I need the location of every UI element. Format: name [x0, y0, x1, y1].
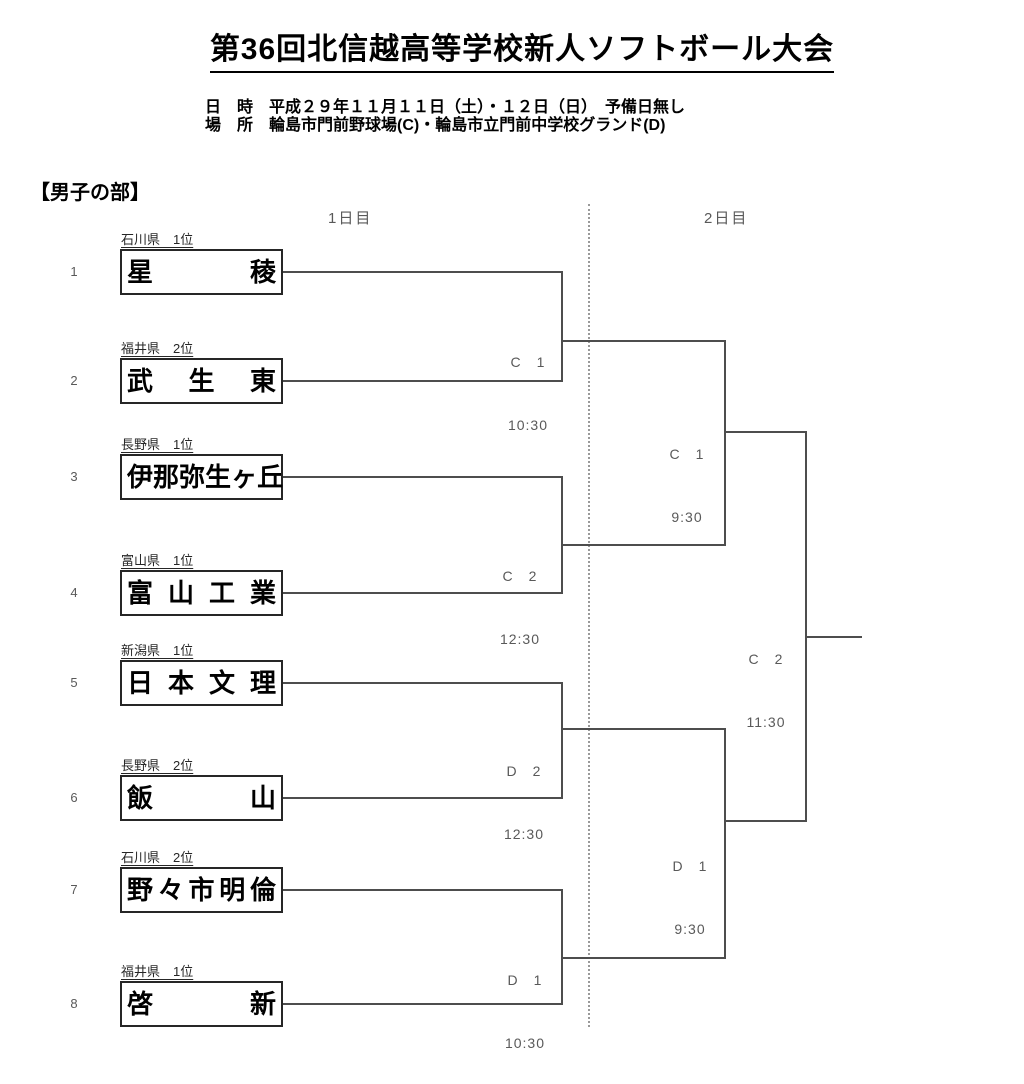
match-court: C 1: [669, 446, 705, 462]
team-name: 飯山: [127, 783, 276, 813]
team-number: 4: [70, 585, 78, 600]
bracket-line: [724, 340, 726, 546]
team-seed: 富山県 1位: [121, 553, 194, 568]
bracket-line: [283, 380, 563, 382]
match-label-r1-m2: C 2 12:30: [488, 524, 552, 692]
team-number: 6: [70, 790, 78, 805]
page-title: 第36回北信越高等学校新人ソフトボール大会: [209, 24, 835, 73]
bracket-line: [724, 728, 726, 959]
bracket-line: [561, 728, 726, 730]
match-label-r1-m1: C 1 10:30: [496, 310, 560, 478]
bracket-line: [561, 476, 563, 594]
match-label-semi-1: C 1 9:30: [655, 402, 719, 570]
team-box-3: 伊那弥生ヶ丘: [120, 454, 283, 500]
match-time: 12:30: [503, 826, 545, 842]
page-title-wrap: 第36回北信越高等学校新人ソフトボール大会: [160, 24, 884, 73]
section-title: 【男子の部】: [30, 182, 150, 204]
match-time: 11:30: [746, 714, 786, 730]
team-name: 日本文理: [127, 668, 276, 698]
team-name: 啓新: [127, 989, 276, 1019]
bracket-line: [283, 476, 563, 478]
team-number: 5: [70, 675, 78, 690]
date-value: 平成２９年１１月１１日（土）・１２日（日） 予備日無し: [269, 99, 686, 116]
event-date-row: 日 時 平成２９年１１月１１日（土）・１２日（日） 予備日無し: [205, 99, 685, 117]
bracket-line: [724, 820, 807, 822]
bracket-line: [561, 957, 726, 959]
bracket-line: [561, 271, 563, 382]
team-name: 野々市明倫: [127, 875, 276, 905]
match-time: 9:30: [674, 921, 706, 937]
team-seed: 長野県 1位: [121, 437, 194, 452]
day-divider-line: [588, 204, 590, 1027]
bracket-line: [561, 544, 726, 546]
match-court: D 1: [507, 972, 543, 988]
event-venue-row: 場 所 輪島市門前野球場(C)・輪島市立門前中学校グランド(D): [205, 117, 685, 135]
venue-value: 輪島市門前野球場(C)・輪島市立門前中学校グランド(D): [269, 117, 666, 134]
team-box-4: 富山工業: [120, 570, 283, 616]
date-label: 日 時: [205, 99, 254, 116]
match-label-r1-m4: D 1 10:30: [493, 928, 557, 1084]
team-name: 富山工業: [127, 578, 276, 608]
team-box-6: 飯山: [120, 775, 283, 821]
team-box-5: 日本文理: [120, 660, 283, 706]
match-label-final: C 2 11:30: [734, 607, 798, 775]
bracket-line: [561, 340, 726, 342]
match-time: 10:30: [504, 1035, 546, 1051]
team-box-1: 星稜: [120, 249, 283, 295]
bracket-line: [561, 682, 563, 799]
team-seed: 石川県 2位: [121, 850, 194, 865]
team-name: 武生東: [127, 366, 276, 396]
day1-header: 1日目: [328, 210, 373, 227]
match-label-semi-2: D 1 9:30: [658, 814, 722, 982]
match-time: 12:30: [499, 631, 541, 647]
bracket-line: [283, 682, 563, 684]
bracket-line: [724, 431, 807, 433]
team-seed: 福井県 2位: [121, 341, 194, 356]
bracket-line: [283, 1003, 563, 1005]
bracket-line: [283, 271, 563, 273]
day2-header: 2日目: [704, 210, 749, 227]
team-seed: 石川県 1位: [121, 232, 194, 247]
team-name: 伊那弥生ヶ丘: [127, 462, 284, 492]
event-info: 日 時 平成２９年１１月１１日（土）・１２日（日） 予備日無し 場 所 輪島市門…: [205, 99, 685, 135]
match-court: C 2: [502, 568, 538, 584]
match-court: D 2: [506, 763, 542, 779]
bracket-line: [283, 797, 563, 799]
match-time: 9:30: [671, 509, 703, 525]
bracket-line: [805, 431, 807, 822]
team-number: 2: [70, 373, 78, 388]
team-box-2: 武生東: [120, 358, 283, 404]
venue-label: 場 所: [205, 117, 254, 134]
team-number: 1: [70, 264, 78, 279]
team-number: 8: [70, 996, 78, 1011]
team-box-7: 野々市明倫: [120, 867, 283, 913]
match-court: C 2: [748, 651, 784, 667]
champion-line: [805, 636, 862, 638]
team-name: 星稜: [127, 257, 276, 287]
bracket-line: [283, 889, 563, 891]
team-number: 3: [70, 469, 78, 484]
team-seed: 福井県 1位: [121, 964, 194, 979]
team-seed: 新潟県 1位: [121, 643, 194, 658]
match-court: D 1: [672, 858, 708, 874]
team-seed: 長野県 2位: [121, 758, 194, 773]
team-number: 7: [70, 882, 78, 897]
match-court: C 1: [510, 354, 546, 370]
match-label-r1-m3: D 2 12:30: [492, 719, 556, 887]
team-box-8: 啓新: [120, 981, 283, 1027]
bracket-line: [283, 592, 563, 594]
match-time: 10:30: [507, 417, 549, 433]
bracket-line: [561, 889, 563, 1005]
